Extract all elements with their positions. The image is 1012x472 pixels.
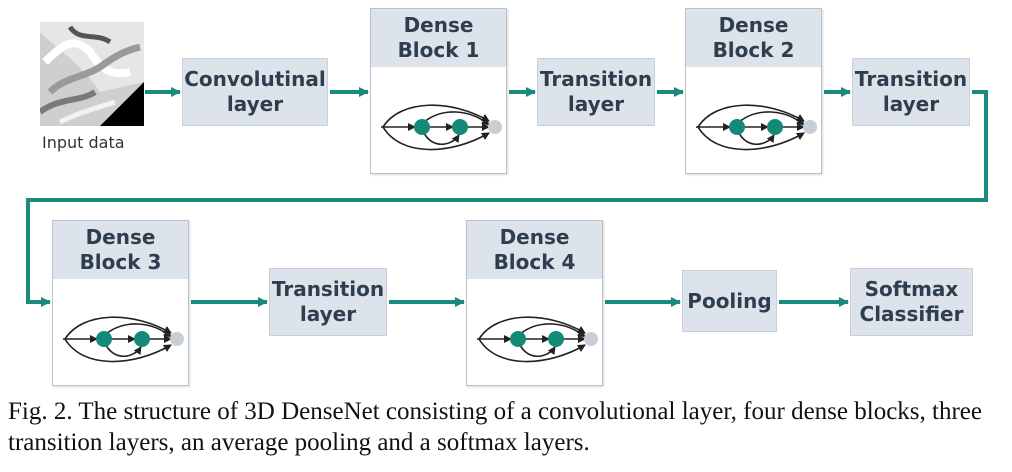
dense-node [452,119,468,135]
dense-block-3-title: Dense Block 3 [53,221,188,279]
dense-block-4: Dense Block 4 [466,220,603,386]
dense-edge-skip [422,130,460,146]
dense-block-1-title: Dense Block 1 [371,9,506,67]
dense-edge-skip [422,111,490,126]
dense-output-node [803,120,817,134]
dense-connectivity-graph [63,316,184,363]
dense-edge-skip [104,323,172,338]
dense-connectivity-graph [477,316,598,363]
pooling-box: Pooling [682,270,777,332]
dense-block-4-title: Dense Block 4 [467,221,602,279]
dense-edge-skip [518,323,586,338]
dense-node [767,119,783,135]
dense-node [548,331,564,347]
dense-connectivity-graph [381,104,502,151]
dense-output-node [488,120,502,134]
dense-edge-skip [737,111,805,126]
arrow-trans2-to-dense3 [26,90,988,307]
dense-edge-skip [64,338,172,363]
dense-edge-skip [697,126,805,151]
dense-node [729,119,745,135]
figure-caption: Fig. 2. The structure of 3D DenseNet con… [8,398,982,456]
transition-layer-3-box: Transition layer [269,268,387,336]
dense-block-4-graph [467,279,602,395]
dense-node [134,331,150,347]
dense-block-1-graph [371,67,506,183]
dense-edge-skip [518,342,556,358]
input-image-svg [38,22,144,126]
transition-layer-1-box: Transition layer [537,58,655,126]
dense-block-2: Dense Block 2 [685,8,822,174]
dense-node [96,331,112,347]
dense-edge-skip [64,316,172,340]
dense-block-2-title: Dense Block 2 [686,9,821,67]
dense-output-node [170,332,184,346]
softmax-classifier-box: Softmax Classifier [850,268,973,336]
dense-connectivity-graph [696,104,817,151]
dense-node [510,331,526,347]
dense-node [414,119,430,135]
dense-edge-skip [382,104,490,128]
input-data-label: Input data [42,133,125,152]
dense-edge-skip [478,316,586,340]
convolutional-layer-box: Convolutinal layer [182,58,328,126]
dense-block-3-graph [53,279,188,395]
input-data-image [38,22,144,126]
dense-edge-skip [382,126,490,151]
transition-layer-2-box: Transition layer [852,58,970,126]
dense-output-node [584,332,598,346]
dense-block-2-graph [686,67,821,183]
dense-block-3: Dense Block 3 [52,220,189,386]
dense-edge-skip [697,104,805,128]
dense-edge-skip [104,342,142,358]
dense-edge-skip [478,338,586,363]
dense-block-1: Dense Block 1 [370,8,507,174]
dense-edge-skip [737,130,775,146]
